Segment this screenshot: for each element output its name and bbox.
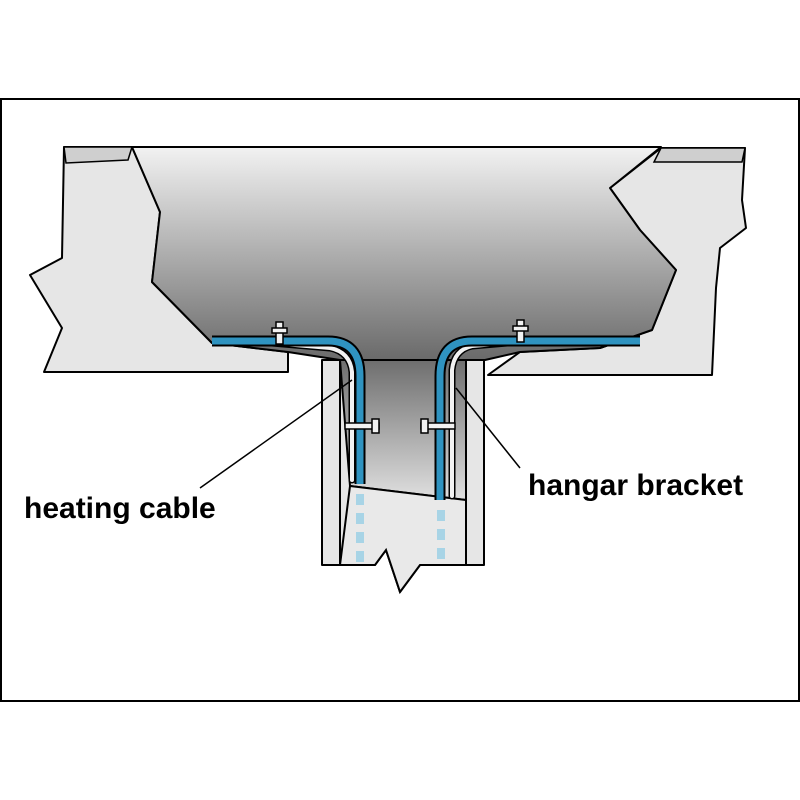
gutter-trough <box>131 146 677 361</box>
heating-cable-leader-line <box>199 379 353 489</box>
hangar-bracket-label: hangar bracket <box>528 469 743 502</box>
left-side-clamp <box>344 418 380 434</box>
left-slab-top-lip <box>63 146 134 164</box>
cable-dashes-left <box>356 494 364 562</box>
left-top-clamp <box>271 321 288 345</box>
right-slab-top-lip <box>652 147 746 163</box>
right-side-clamp <box>420 418 456 434</box>
right-top-clamp <box>512 319 529 343</box>
heating-cable-label: heating cable <box>24 492 216 525</box>
cable-dashes-right <box>437 510 445 559</box>
hangar-bracket-leader-line <box>455 387 521 469</box>
